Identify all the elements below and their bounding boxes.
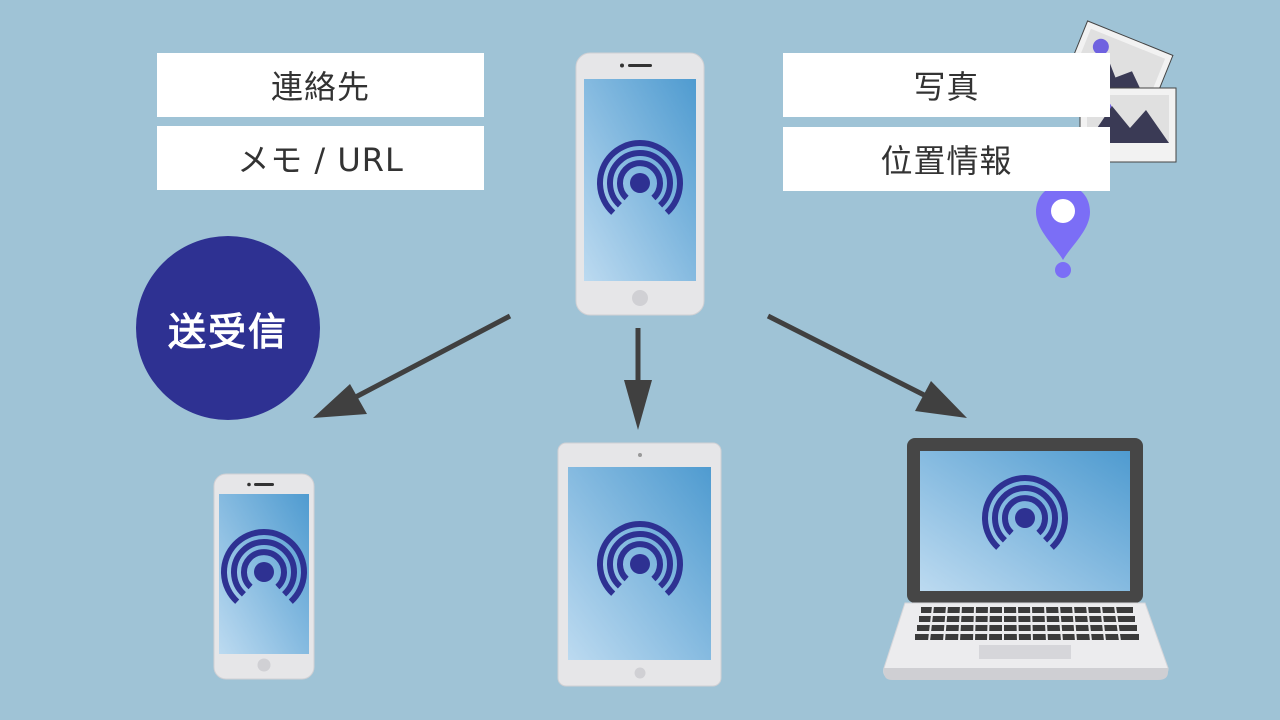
send-receive-text: 送受信 <box>167 309 288 354</box>
laptop-keyboard <box>915 607 1139 640</box>
location-label: 位置情報 <box>783 127 1110 191</box>
phone-device-top <box>575 52 705 316</box>
location-text: 位置情報 <box>880 142 1013 180</box>
memo-url-text: メモ / URL <box>237 141 404 179</box>
arrow-down <box>624 328 652 430</box>
tablet-device <box>557 442 722 687</box>
laptop-key-gaps <box>928 605 1121 642</box>
laptop-device <box>883 438 1169 680</box>
memo-url-label: メモ / URL <box>157 126 484 190</box>
location-pin-icon <box>1036 185 1090 278</box>
phone-device-small <box>213 473 315 680</box>
photo-text: 写真 <box>913 68 980 106</box>
send-receive-badge: 送受信 <box>136 236 320 420</box>
arrow-right <box>766 313 967 418</box>
photo-label: 写真 <box>783 53 1110 117</box>
contacts-text: 連絡先 <box>270 68 370 106</box>
contacts-label: 連絡先 <box>157 53 484 117</box>
arrow-left <box>313 313 512 418</box>
